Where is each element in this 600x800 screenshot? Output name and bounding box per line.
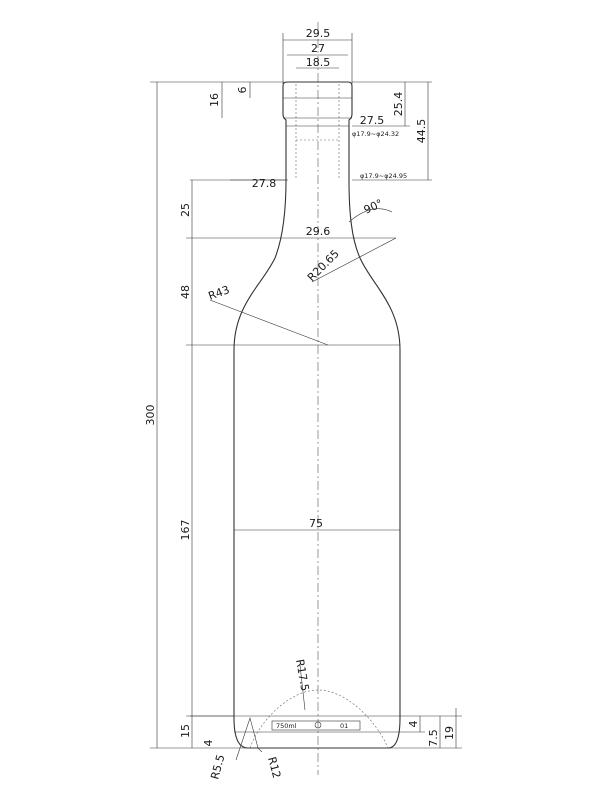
punt-radius-label: R17.5: [293, 658, 311, 692]
dim-right-7-5: 7.5: [427, 729, 440, 747]
dim-total-height: 300: [144, 405, 157, 426]
dim-right-44-5: 44.5: [415, 119, 428, 144]
dim-bore-tolerance-lower: φ17.9~φ24.95: [360, 172, 407, 180]
bottom-volume-marking: 750ml: [276, 722, 297, 730]
bottle-outline: [233, 81, 401, 749]
dim-bore-tolerance-upper: φ17.9~φ24.32: [352, 130, 399, 138]
bottom-marking-box: [271, 720, 361, 731]
dim-base-step: 4: [202, 740, 215, 747]
leader-r20: [311, 237, 397, 283]
dim-body-height: 167: [179, 520, 192, 541]
angle-leader: [348, 208, 393, 223]
curve-radius-label: R43: [207, 283, 232, 303]
heel-radius2-label: R12: [265, 755, 283, 779]
dim-neck-width-upper: 27.5: [360, 114, 385, 127]
dim-right-4: 4: [407, 721, 420, 728]
bottom-center-mark: [314, 721, 322, 729]
dim-bore-width: 27: [311, 42, 325, 55]
dim-finish-band: 6: [236, 87, 249, 94]
dim-neck-height: 25: [179, 203, 192, 217]
dim-finish-height: 16: [208, 93, 221, 107]
dim-finish-width: 29.5: [306, 27, 331, 40]
punt-curve: [249, 689, 389, 749]
dim-neck-width-lower: 27.8: [252, 177, 277, 190]
dim-inner-bore: 18.5: [306, 56, 331, 69]
dim-body-width: 75: [309, 517, 323, 530]
dim-shoulder-height: 48: [179, 285, 192, 299]
leader-r43: [209, 299, 329, 346]
dim-right-25-4: 25.4: [392, 92, 405, 117]
angle-label: 90°: [362, 197, 385, 217]
shoulder-radius-label: R20.65: [305, 247, 342, 284]
leader-heel: [235, 716, 263, 761]
leader-r17: [299, 664, 306, 711]
dim-base-height: 15: [179, 724, 192, 738]
dim-right-19: 19: [443, 726, 456, 740]
bottom-code-marking: 01: [340, 722, 348, 730]
heel-radius-label: R5.5: [208, 753, 227, 781]
dim-neck-base-width: 29.6: [306, 225, 331, 238]
